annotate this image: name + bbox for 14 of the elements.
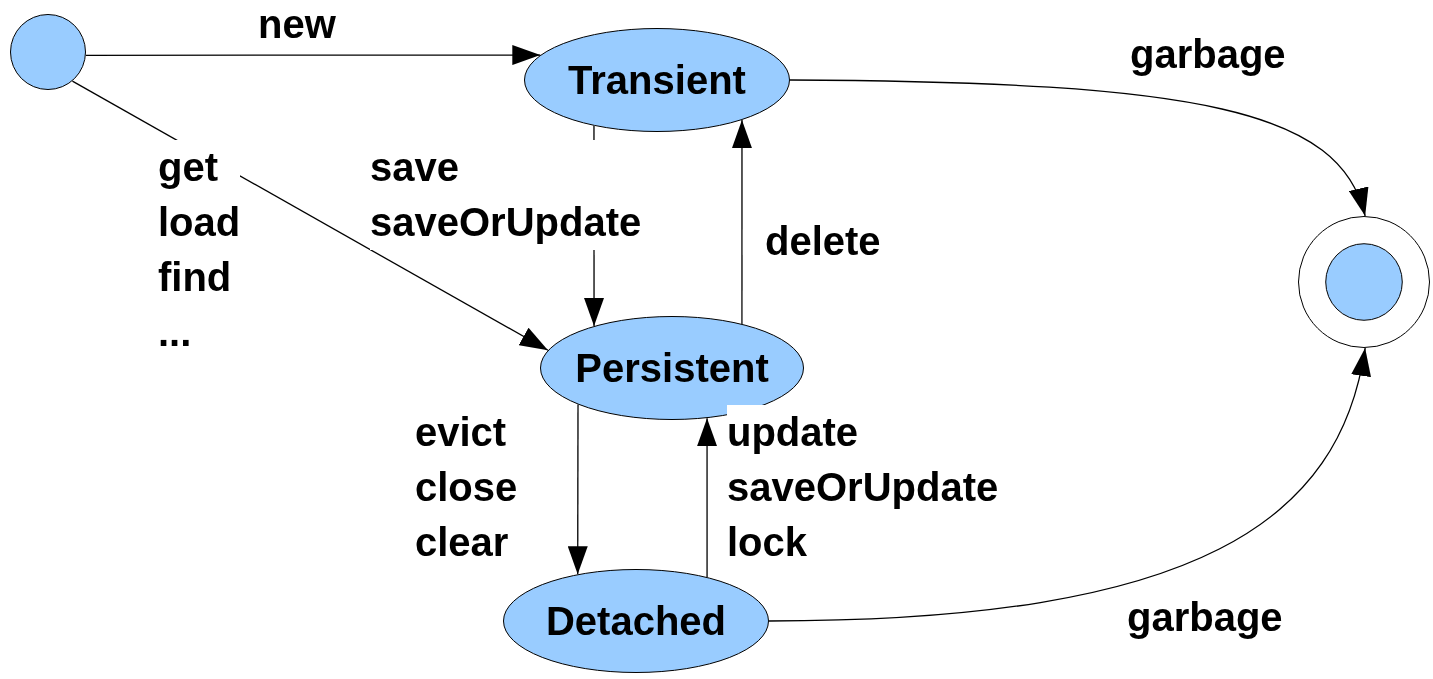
final-state-circle <box>1298 216 1430 348</box>
state-name: Transient <box>568 57 746 103</box>
arrow <box>567 403 588 575</box>
state-ellipse <box>524 28 790 132</box>
arrow <box>85 45 541 66</box>
arrow <box>768 347 1370 622</box>
state-name: Persistent <box>575 345 769 391</box>
arrow <box>789 79 1366 217</box>
arrow <box>731 119 752 325</box>
edge-label: save saveOrUpdate <box>370 140 642 250</box>
state-name: Detached <box>545 598 727 644</box>
initial-state-circle <box>10 14 86 90</box>
arrow <box>697 417 718 578</box>
state-ellipse <box>503 569 769 673</box>
